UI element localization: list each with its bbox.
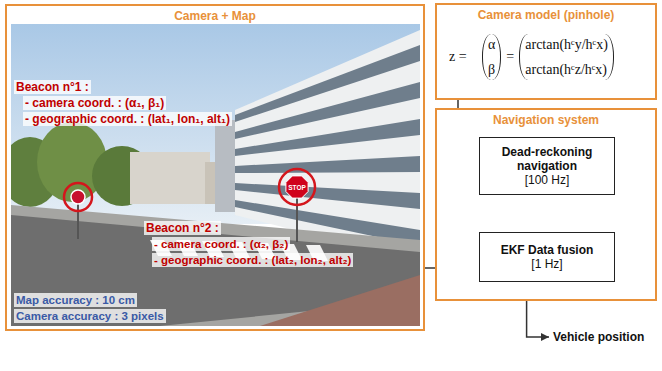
formula-term: α — [488, 37, 495, 53]
distant-buildings — [215, 120, 237, 212]
sign-text: STOP — [288, 184, 306, 191]
photo-scene — [11, 24, 420, 326]
beacon-detail: - camera coord. : (α₁, β₁) — [23, 96, 166, 110]
formula-term: z = — [449, 49, 467, 65]
trees — [11, 122, 215, 207]
beacon-sign-2 — [279, 169, 315, 205]
beacon-sign-1 — [64, 183, 92, 211]
main-building — [235, 119, 420, 156]
formula-term: arctan(hᶜz/hᶜx) — [525, 62, 607, 78]
beacon-sign-1 — [64, 183, 92, 239]
beacon-detail: - camera coord. : (α₂, β₂) — [152, 237, 290, 251]
process-box: Dead-reckoning navigation[100 Hz] — [479, 137, 615, 195]
rate-label: [1 Hz] — [531, 257, 562, 271]
beacon-sign-1 — [71, 190, 85, 204]
process-box: EKF Data fusion[1 Hz] — [479, 232, 615, 282]
box-label: Dead-reckoning navigation — [486, 145, 608, 173]
formula-term: β — [488, 62, 495, 78]
beacon-title: Beacon n°2 : — [144, 221, 221, 235]
beacon-detail: - geographic coord. : (lat₁, lon₁, alt₁) — [23, 112, 232, 126]
panel-title: Camera + Map — [7, 9, 423, 23]
box-label: EKF Data fusion — [501, 243, 594, 257]
street — [11, 215, 420, 326]
distant-buildings — [130, 120, 245, 212]
formula-term: = — [506, 49, 514, 65]
panel-title: Navigation system — [437, 113, 655, 127]
street — [260, 275, 420, 326]
beacon-sign-2 — [286, 176, 308, 198]
accuracy-note: Camera accuracy : 3 pixels — [14, 309, 166, 323]
output-label: Vehicle position — [553, 330, 644, 344]
formula-term: arctan(hᶜy/hᶜx) — [525, 37, 608, 53]
beacon-sign-2 — [279, 169, 315, 242]
navigation-panel: Navigation systemDead-reckoning navigati… — [435, 108, 657, 301]
street — [11, 205, 420, 326]
street — [11, 205, 420, 326]
beacon-detail: - geographic coord. : (lat₂, lon₂, alt₂) — [152, 253, 353, 267]
camera-map-panel: Camera + Map — [5, 4, 425, 331]
beacon-title: Beacon n°1 : — [14, 80, 91, 94]
panel-title: Camera model (pinhole) — [437, 8, 655, 22]
rate-label: [100 Hz] — [525, 173, 570, 187]
distant-buildings — [130, 152, 210, 204]
accuracy-note: Map accuracy : 10 cm — [14, 293, 137, 307]
main-building — [235, 156, 420, 173]
camera-model-panel: Camera model (pinhole) z = αβ = arctan(hᶜy/h… — [435, 3, 657, 100]
